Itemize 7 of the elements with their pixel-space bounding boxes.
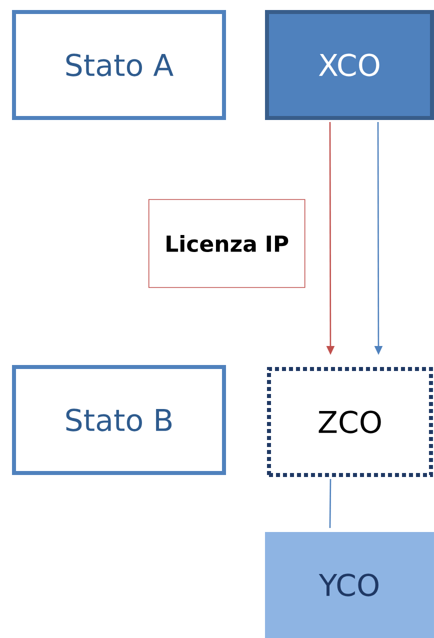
- connector-line: [329, 478, 332, 528]
- state-box: Stato B: [12, 365, 226, 475]
- dotted-company-box: ZCO: [267, 367, 433, 477]
- company-box: YCO: [265, 532, 434, 638]
- state-box: Stato A: [12, 10, 226, 120]
- company-box: XCO: [265, 10, 434, 120]
- edge-label: Licenza IP: [148, 199, 306, 288]
